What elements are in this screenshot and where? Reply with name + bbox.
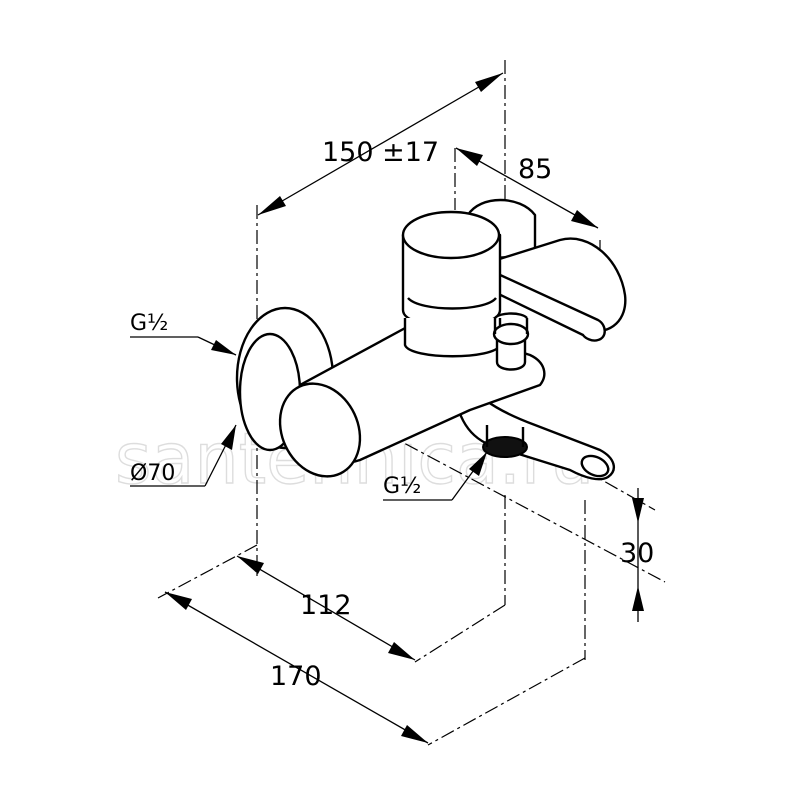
body-end-cap <box>278 382 362 478</box>
flange-diameter-label: Ø70 <box>130 461 175 486</box>
dimension-170: 170 <box>164 591 429 744</box>
dim-150-label: 150 ±17 <box>322 137 439 168</box>
mixer-body <box>235 198 627 481</box>
thread-outlet-label: G½ <box>383 474 421 499</box>
thread-inlet-label: G½ <box>130 311 168 336</box>
dim-85-label: 85 <box>518 154 552 185</box>
outlet-connector <box>482 436 528 458</box>
lever-arm <box>478 266 606 342</box>
diverter-cap <box>493 312 529 334</box>
dim-170-label: 170 <box>270 661 322 692</box>
cartridge-ring <box>407 297 497 310</box>
spout <box>453 363 616 481</box>
dimension-112: 112 <box>236 555 416 661</box>
leader-thread-inlet: G½ <box>130 311 237 356</box>
outlet-neck <box>485 425 525 447</box>
dim-112-label: 112 <box>300 590 352 621</box>
spout-outlet <box>580 454 610 478</box>
cartridge-top <box>401 210 501 260</box>
dimension-150: 150 ±17 <box>257 72 504 216</box>
dim-30-label: 30 <box>620 538 654 569</box>
leader-thread-outlet: G½ <box>383 451 488 501</box>
dimension-85: 85 <box>455 147 599 229</box>
diverter-knob <box>492 322 530 346</box>
diverter-stem <box>495 336 527 371</box>
leader-flange-diameter: Ø70 <box>130 424 237 487</box>
cartridge-collar <box>403 318 502 358</box>
dimension-30: 30 <box>620 488 654 622</box>
